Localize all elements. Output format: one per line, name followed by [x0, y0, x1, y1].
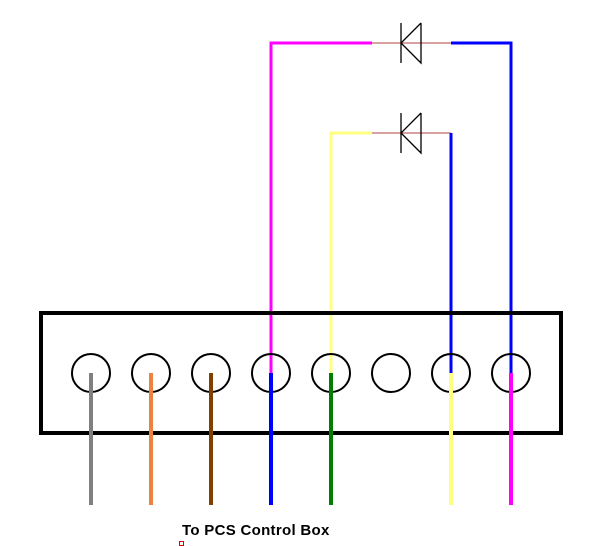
connector-pin-6 — [371, 353, 411, 393]
diode-bottom-triangle — [400, 112, 422, 155]
caption-label: To PCS Control Box — [182, 522, 330, 539]
marker — [179, 541, 184, 546]
diode-top-triangle — [400, 22, 422, 65]
diode-top — [372, 22, 451, 65]
wire-yellow-upper — [329, 131, 372, 373]
diode-bottom — [372, 112, 451, 155]
connector-housing — [39, 311, 563, 435]
wire-magenta-upper — [269, 41, 372, 373]
wire-blue-upper-right — [451, 41, 513, 373]
